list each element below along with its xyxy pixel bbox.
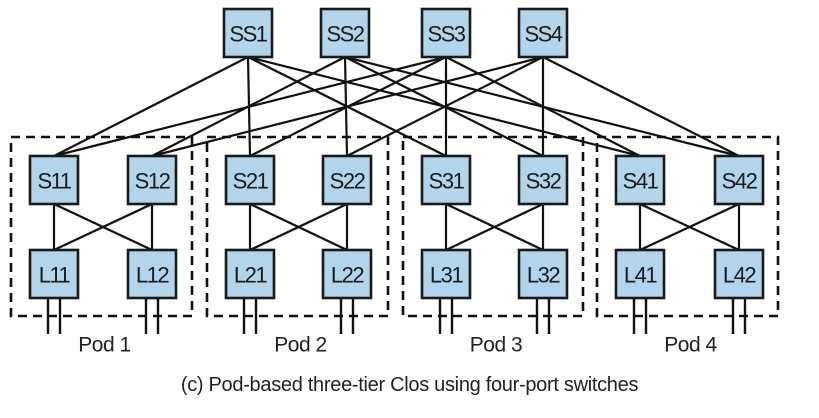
switch-s12: S12 — [126, 154, 178, 206]
switch-box — [420, 7, 472, 59]
switch-s22: S22 — [321, 154, 373, 206]
link-s22-l21 — [249, 203, 348, 251]
switch-label: L21 — [234, 263, 267, 288]
switch-l11: L11 — [28, 248, 80, 300]
switch-l42: L42 — [713, 248, 765, 300]
switch-label: SS3 — [427, 22, 465, 47]
switch-box — [713, 248, 765, 300]
switch-label: L32 — [527, 263, 560, 288]
switch-s42: S42 — [713, 154, 765, 206]
link-ss4-s12 — [151, 55, 544, 158]
switch-box — [28, 248, 80, 300]
switch-box — [614, 154, 666, 206]
switch-box — [126, 154, 178, 206]
switch-l21: L21 — [224, 248, 276, 300]
switch-box — [224, 154, 276, 206]
pod-4-label: Pod 4 — [664, 334, 717, 357]
switch-ss2: SS2 — [319, 7, 371, 59]
switch-ss4: SS4 — [517, 7, 569, 59]
switch-label: L42 — [723, 263, 756, 288]
switch-box — [319, 7, 371, 59]
switch-label: SS2 — [326, 22, 364, 47]
switch-s31: S31 — [420, 154, 472, 206]
switch-label: S21 — [233, 169, 269, 194]
switch-box — [614, 248, 666, 300]
switch-s21: S21 — [224, 154, 276, 206]
switch-label: L31 — [430, 263, 463, 288]
switch-ss1: SS1 — [222, 7, 274, 59]
switch-box — [420, 248, 472, 300]
pod-1-border — [9, 135, 194, 318]
switch-box — [28, 154, 80, 206]
link-s12-l11 — [53, 203, 153, 251]
switch-l31: L31 — [420, 248, 472, 300]
link-ss1-s11 — [53, 56, 249, 157]
switch-l41: L41 — [614, 248, 666, 300]
switch-label: S32 — [526, 169, 562, 194]
switch-label: L22 — [331, 263, 364, 288]
switch-box — [321, 248, 373, 300]
switch-l32: L32 — [517, 248, 569, 300]
links-layer — [52, 55, 741, 251]
switch-label: S12 — [135, 169, 171, 194]
switch-label: S31 — [429, 169, 465, 194]
switch-ss3: SS3 — [420, 7, 472, 59]
switch-l22: L22 — [321, 248, 373, 300]
switch-s32: S32 — [517, 154, 569, 206]
switch-box — [321, 154, 373, 206]
switch-box — [517, 7, 569, 59]
switch-box — [224, 248, 276, 300]
switch-label: S41 — [623, 169, 659, 194]
switch-box — [517, 154, 569, 206]
pod-4-border — [595, 135, 780, 318]
switch-l12: L12 — [126, 248, 178, 300]
switch-label: SS1 — [229, 22, 267, 47]
link-ss4-s22 — [346, 56, 544, 157]
switch-s11: S11 — [28, 154, 80, 206]
switch-box — [222, 7, 274, 59]
switch-label: S42 — [722, 169, 758, 194]
switch-s41: S41 — [614, 154, 666, 206]
switch-box — [126, 248, 178, 300]
switch-label: L11 — [39, 263, 71, 288]
switch-label: S11 — [37, 169, 71, 194]
pods-layer: Pod 1 Pod 2 Pod 3 Pod 4 — [9, 135, 780, 357]
pod-3-label: Pod 3 — [470, 334, 522, 357]
link-ss3-s11 — [53, 55, 447, 158]
pod-1-label: Pod 1 — [78, 334, 130, 357]
link-s42-l41 — [639, 203, 740, 251]
figure-caption: (c) Pod-based three-tier Clos using four… — [180, 374, 639, 396]
link-s32-l31 — [445, 203, 544, 251]
pod-2-border — [205, 135, 390, 318]
switch-label: S22 — [330, 169, 366, 194]
pod-3-border — [401, 135, 585, 318]
switch-label: SS4 — [524, 22, 562, 47]
link-ss4-s42 — [542, 56, 740, 157]
switch-label: L12 — [136, 263, 169, 288]
switch-label: L41 — [624, 263, 657, 288]
switch-box — [517, 248, 569, 300]
switch-box — [420, 154, 472, 206]
switch-box — [713, 154, 765, 206]
pod-2-label: Pod 2 — [274, 334, 326, 357]
